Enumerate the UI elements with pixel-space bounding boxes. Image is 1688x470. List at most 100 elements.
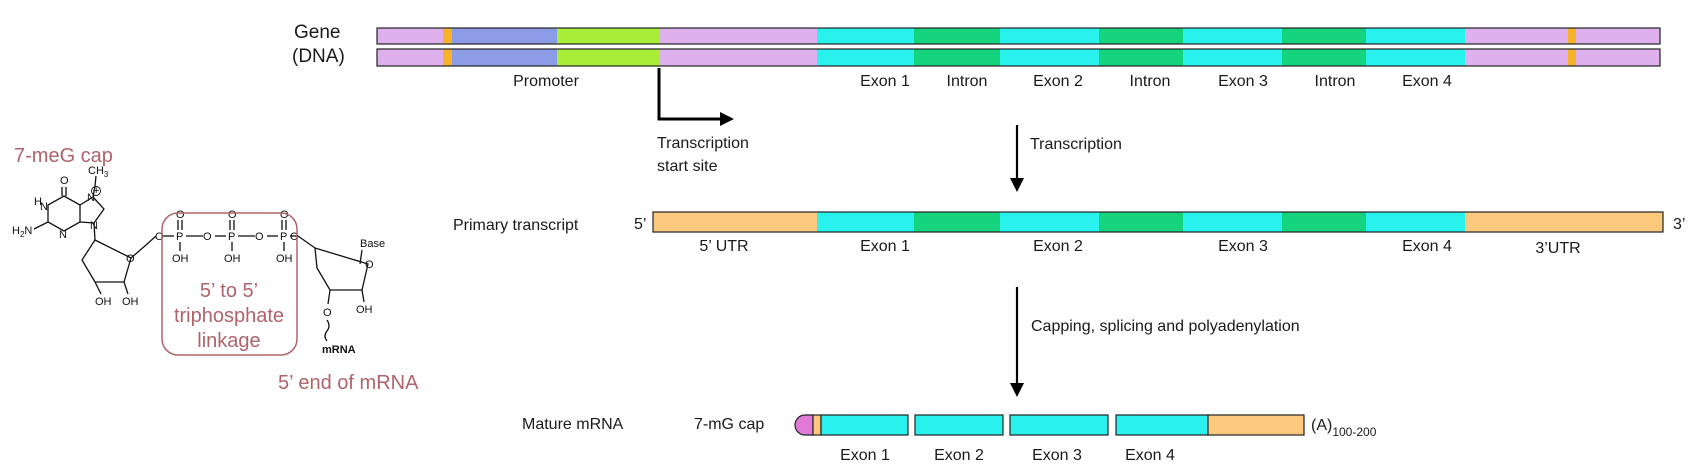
dna-top-segment-marker-13 [1568,28,1576,44]
gene-section: Gene (DNA) Promoter Exon 1 Intron Exon 2… [292,22,1661,90]
dna-bottom-segment-exon-7 [1000,49,1099,66]
dna-top-segment-intron-10 [1282,28,1366,44]
dna-top-segment-exon-5 [817,28,914,44]
atom-nh2: H2N [12,225,32,239]
dna-top-outline [376,27,1661,45]
cap-symbol [794,414,814,436]
atom-mrna: mRNA [322,344,356,356]
transcription-step-label: Transcription [1030,136,1122,153]
mature-exon4 [1115,414,1209,436]
atom-o-bridge2: O [255,231,264,243]
dna-bottom-segment-intron-6 [914,49,1000,66]
gene-label-line2: (DNA) [292,46,345,67]
primary-label-5utr: 5’ UTR [699,238,748,255]
gene-label-intron3: Intron [1315,73,1356,90]
mature-label-exon1: Exon 1 [840,447,890,464]
gene-label-line1: Gene [294,22,340,43]
gene-label-exon2: Exon 2 [1033,73,1083,90]
mature-label-exon4: Exon 4 [1125,447,1175,464]
mature-exon1 [820,414,909,436]
dna-top-segment-intron-8 [1099,28,1183,44]
dna-top-segment-promoter-3 [557,28,659,44]
atom-p1-oxo: O [176,209,185,221]
dna-bottom-segment-exon-5 [817,49,914,66]
mature-exon2 [914,414,1004,436]
cap-structure: 7-meG cap [12,145,419,394]
atom-oh1: OH [95,296,112,308]
atom-oh2: OH [122,296,139,308]
primary-label-exon2: Exon 2 [1033,238,1083,255]
mature-exon3 [1009,414,1109,436]
gene-label-intron2: Intron [1130,73,1171,90]
transcription-step: Transcription [1010,125,1122,192]
atom-o-ring2: O [365,259,374,271]
primary-five-prime: 5’ [634,216,646,233]
gene-label-exon1: Exon 1 [860,73,910,90]
five-prime-end-label: 5’ end of mRNA [278,372,419,394]
primary-three-prime: 3’ [1673,216,1685,233]
dna-bottom-segment-flank-12 [1465,49,1568,66]
primary-label-exon1: Exon 1 [860,238,910,255]
atom-p1-oh: OH [172,253,189,265]
dna-bottom-segment-intron-10 [1282,49,1366,66]
processing-step: Capping, splicing and polyadenylation [1010,287,1300,397]
dna-bottom-segment-intron-8 [1099,49,1183,66]
primary-segment-exon-7 [1366,212,1465,232]
atom-base: Base [360,238,385,250]
primary-segment-exon-5 [1183,212,1282,232]
primary-transcript-label: Primary transcript [453,217,579,234]
mature-5utr [812,414,822,436]
primary-outline [652,211,1664,233]
dna-top-segment-marker-1 [443,28,452,44]
dna-bottom-segment-flank-4 [659,49,817,66]
linkage-label-line2: triphosphate [174,305,284,327]
dna-bottom-segment-regulatory-2 [452,49,557,66]
gene-label-intron1: Intron [947,73,988,90]
gene-label-exon4: Exon 4 [1402,73,1452,90]
dna-bottom-segment-marker-13 [1568,49,1576,66]
primary-transcript-section: Primary transcript 5’ 3’ 5’ UTR Exon 1 E… [453,211,1685,257]
atom-n-plus: N [87,192,95,204]
dna-top-segment-flank-14 [1576,28,1660,44]
mature-label-exon2: Exon 2 [934,447,984,464]
dna-top-segment-exon-9 [1183,28,1282,44]
atom-n-sugar: N [90,220,98,232]
atom-n-ring: N [59,229,67,241]
atom-n1: N [40,201,48,213]
atom-plus: + [93,185,99,197]
polya-subscript: 100-200 [1332,425,1376,439]
dna-strand-top [376,27,1661,45]
mature-cap-label: 7-mG cap [694,416,764,433]
atom-nh-h: H [34,196,42,208]
primary-label-exon4: Exon 4 [1402,238,1452,255]
atom-p2: P [228,231,235,243]
dna-top-segment-intron-6 [914,28,1000,44]
atom-o-top: O [60,175,69,187]
atom-methyl: CH3 [88,165,109,179]
mature-label-exon3: Exon 3 [1032,447,1082,464]
linkage-label-line1: 5’ to 5’ [200,280,258,302]
atom-o-link1: O [155,231,164,243]
dna-top-segment-exon-7 [1000,28,1099,44]
mature-mrna-label: Mature mRNA [522,416,624,433]
promoter-label: Promoter [513,73,579,90]
dna-bottom-segment-exon-11 [1366,49,1465,66]
tss-bent-arrow [657,68,722,121]
dna-bottom-segment-marker-1 [443,49,452,66]
structure-atoms: O CH3 H N N N + N H2N O OH OH O P O P O … [12,165,385,356]
dna-bottom-segment-exon-9 [1183,49,1282,66]
dna-strand-bottom [376,48,1661,67]
primary-segment-exon-1 [817,212,914,232]
primary-segment-utr-0 [653,212,817,232]
transcription-start-site: Transcription start site [657,68,749,175]
dna-top-segment-flank-12 [1465,28,1568,44]
atom-p2-oh: OH [224,253,241,265]
dna-bottom-segment-flank-14 [1576,49,1660,66]
processing-step-label: Capping, splicing and polyadenylation [1031,318,1300,335]
gene-label-exon3: Exon 3 [1218,73,1268,90]
tss-label-line1: Transcription [657,135,749,152]
primary-segment-intron-2 [914,212,1000,232]
tss-arrowhead [720,112,734,126]
mature-3utr [1207,414,1305,436]
